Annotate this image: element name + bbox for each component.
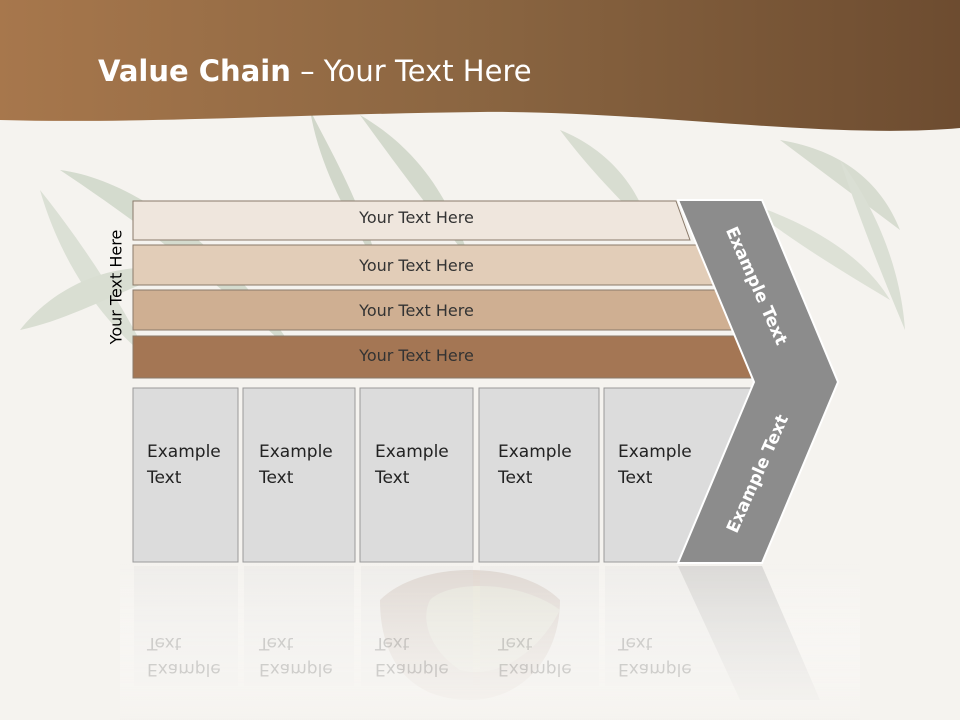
reflection-line: Text xyxy=(618,633,653,653)
column-text-line: Text xyxy=(375,468,410,488)
bar-label-3: Your Text Here xyxy=(359,301,474,320)
column-reflection-1: Example Text xyxy=(147,630,247,682)
column-text-line: Example xyxy=(618,442,692,462)
column-reflection-4: Example Text xyxy=(498,630,598,682)
reflection-line: Text xyxy=(147,633,182,653)
reflection-line: Text xyxy=(259,633,294,653)
bar-1 xyxy=(132,200,691,241)
reflection-line: Example xyxy=(498,659,572,679)
reflection-fade xyxy=(120,560,860,720)
column-text-line: Example xyxy=(259,442,333,462)
bar-label-4: Your Text Here xyxy=(359,346,474,365)
column-boxes xyxy=(132,387,763,563)
column-text-line: Text xyxy=(498,468,533,488)
column-reflection-2: Example Text xyxy=(259,630,359,682)
reflection-line: Example xyxy=(147,659,221,679)
chevron-arrow xyxy=(676,199,840,564)
column-box-3 xyxy=(359,387,474,563)
column-box-1 xyxy=(132,387,239,563)
column-text-line: Example xyxy=(375,442,449,462)
header-band xyxy=(0,0,960,131)
reflection-line: Example xyxy=(618,659,692,679)
bar-label-1: Your Text Here xyxy=(359,208,474,227)
column-reflection-3: Example Text xyxy=(375,630,475,682)
column-text-line: Text xyxy=(259,468,294,488)
column-box-4 xyxy=(478,387,600,563)
reflection-line: Example xyxy=(375,659,449,679)
column-text-line: Text xyxy=(618,468,653,488)
title-rest: – Your Text Here xyxy=(290,54,532,88)
column-text-line: Text xyxy=(147,468,182,488)
reflection-line: Text xyxy=(498,633,533,653)
bar-stack xyxy=(132,200,765,379)
reflection-line: Text xyxy=(375,633,410,653)
column-reflection-5: Example Text xyxy=(618,630,718,682)
column-text-line: Example xyxy=(498,442,572,462)
column-box-2 xyxy=(242,387,356,563)
reflection-line: Example xyxy=(259,659,333,679)
column-text-line: Example xyxy=(147,442,221,462)
bar-label-2: Your Text Here xyxy=(359,256,474,275)
side-label-text: Your Text Here xyxy=(106,229,126,345)
title-bold: Value Chain xyxy=(98,54,291,88)
page-title: Value Chain – Your Text Here xyxy=(98,54,532,88)
